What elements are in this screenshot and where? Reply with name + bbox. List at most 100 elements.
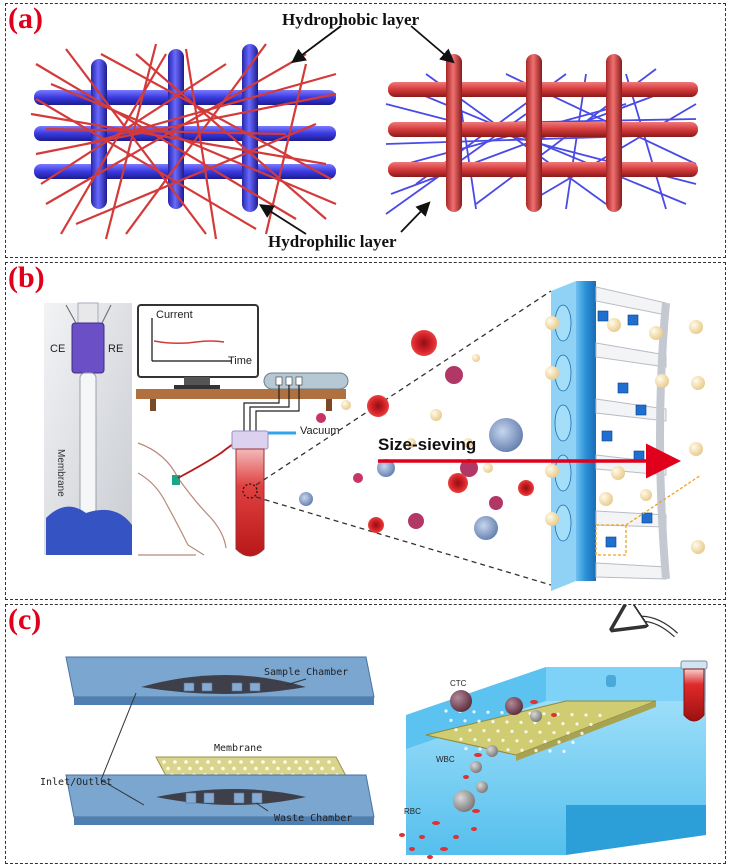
device-membrane-hole xyxy=(501,738,505,742)
zoom-lines xyxy=(255,290,552,586)
computer-monitor xyxy=(137,304,259,390)
hydrophobic-mesh-right xyxy=(388,54,698,212)
blood-test-tube xyxy=(231,430,269,557)
arm-drawing xyxy=(137,442,227,556)
device-membrane-hole xyxy=(486,710,490,714)
membrane-hole xyxy=(228,760,232,764)
membrane-hole xyxy=(250,760,254,764)
monitor-time-label: Time xyxy=(228,355,253,367)
membrane-hole xyxy=(206,760,210,764)
membrane-hole xyxy=(265,766,269,771)
membrane-hole xyxy=(166,766,170,771)
vacuum-label: Vacuum xyxy=(300,425,340,437)
device-membrane-hole xyxy=(538,730,542,734)
device-membrane-hole xyxy=(506,748,510,752)
membrane-hole xyxy=(298,766,302,771)
inlet-outlet-label: Inlet/Outlet xyxy=(40,777,113,788)
membrane-block xyxy=(545,281,705,591)
panel-c-letter: (c) xyxy=(8,604,42,636)
sample-chamber-plate xyxy=(65,656,375,705)
membrane-hole xyxy=(199,766,203,771)
hydrophobic-fibers-left xyxy=(30,43,337,240)
membrane-hole xyxy=(316,760,320,764)
hydrophobic-layer-label: Hydrophobic layer xyxy=(282,10,420,29)
membrane-hole xyxy=(232,766,236,771)
device-membrane-hole xyxy=(478,747,482,751)
membrane-hole xyxy=(276,766,280,771)
membrane-label: Membrane xyxy=(214,743,263,754)
device-membrane-hole xyxy=(548,749,552,753)
membrane-hole xyxy=(173,760,177,764)
device-membrane-hole xyxy=(487,738,491,742)
monitor-current-label: Current xyxy=(156,309,193,321)
device-membrane-hole xyxy=(491,720,495,724)
device-membrane-hole xyxy=(459,737,463,741)
device-membrane-hole xyxy=(468,728,472,732)
device-membrane-hole xyxy=(533,721,537,725)
device-membrane-hole xyxy=(519,720,523,724)
waste-chamber-label: Waste Chamber xyxy=(274,813,353,824)
device-membrane-hole xyxy=(464,747,468,751)
membrane-hole xyxy=(177,766,181,771)
device-membrane-hole xyxy=(534,749,538,753)
device-membrane-hole xyxy=(584,713,588,717)
device-membrane-hole xyxy=(524,730,528,734)
device-membrane-hole xyxy=(449,718,453,722)
device-membrane-hole xyxy=(557,740,561,744)
device-membrane-hole xyxy=(463,719,467,723)
panel-a: (a) xyxy=(5,3,726,258)
device-membrane-hole xyxy=(580,731,584,735)
panel-c: (c) xyxy=(5,604,726,864)
membrane-hole xyxy=(254,766,258,771)
device-membrane-hole xyxy=(566,731,570,735)
device-membrane-holes xyxy=(444,709,602,753)
device-membrane-hole xyxy=(510,729,514,733)
device-membrane-hole xyxy=(529,739,533,743)
filtration-device xyxy=(406,667,706,855)
device-membrane-hole xyxy=(562,749,566,753)
device-membrane-hole xyxy=(444,709,448,713)
membrane-hole xyxy=(320,766,324,771)
electrode-re-label: RE xyxy=(108,343,124,355)
device-membrane-hole xyxy=(598,713,602,717)
device-membrane-hole xyxy=(454,728,458,732)
electrode-ce-label: CE xyxy=(50,343,66,355)
device-membrane-hole xyxy=(473,738,477,742)
electrode-photo xyxy=(44,302,132,555)
membrane-hole xyxy=(272,760,276,764)
membrane-hole xyxy=(305,760,309,764)
potentiostat xyxy=(263,372,349,390)
device-membrane-hole xyxy=(575,722,579,726)
device-membrane-hole xyxy=(552,731,556,735)
membrane-hole xyxy=(195,760,199,764)
membrane-hole xyxy=(217,760,221,764)
membrane-hole xyxy=(243,766,247,771)
membrane-hole xyxy=(327,760,331,764)
hydrophilic-layer-label: Hydrophilic layer xyxy=(268,232,397,251)
membrane-hole xyxy=(331,766,335,771)
sample-tube xyxy=(680,660,708,722)
membrane-hole xyxy=(221,766,225,771)
device-membrane-hole xyxy=(505,720,509,724)
arm-sensor xyxy=(172,475,180,485)
device-membrane-hole xyxy=(543,740,547,744)
device-cells xyxy=(399,690,557,859)
device-membrane-hole xyxy=(482,729,486,733)
cells xyxy=(299,330,534,540)
device-membrane-hole xyxy=(589,722,593,726)
device-membrane-hole xyxy=(547,721,551,725)
membrane-hole xyxy=(309,766,313,771)
device-membrane-hole xyxy=(515,739,519,743)
electrode-cables xyxy=(243,385,300,431)
wbc-label: WBC xyxy=(436,755,455,764)
device-membrane-hole xyxy=(500,711,504,715)
sample-chamber-label: Sample Chamber xyxy=(264,667,349,678)
membrane-photo-label: Membrane xyxy=(55,449,66,497)
device-membrane-hole xyxy=(571,740,575,744)
device-membrane-hole xyxy=(520,748,524,752)
ctc-label: CTC xyxy=(450,679,467,688)
membrane-hole xyxy=(239,760,243,764)
membrane-hole xyxy=(287,766,291,771)
panel-b-illustration xyxy=(44,281,705,591)
panel-b-letter: (b) xyxy=(8,262,45,294)
